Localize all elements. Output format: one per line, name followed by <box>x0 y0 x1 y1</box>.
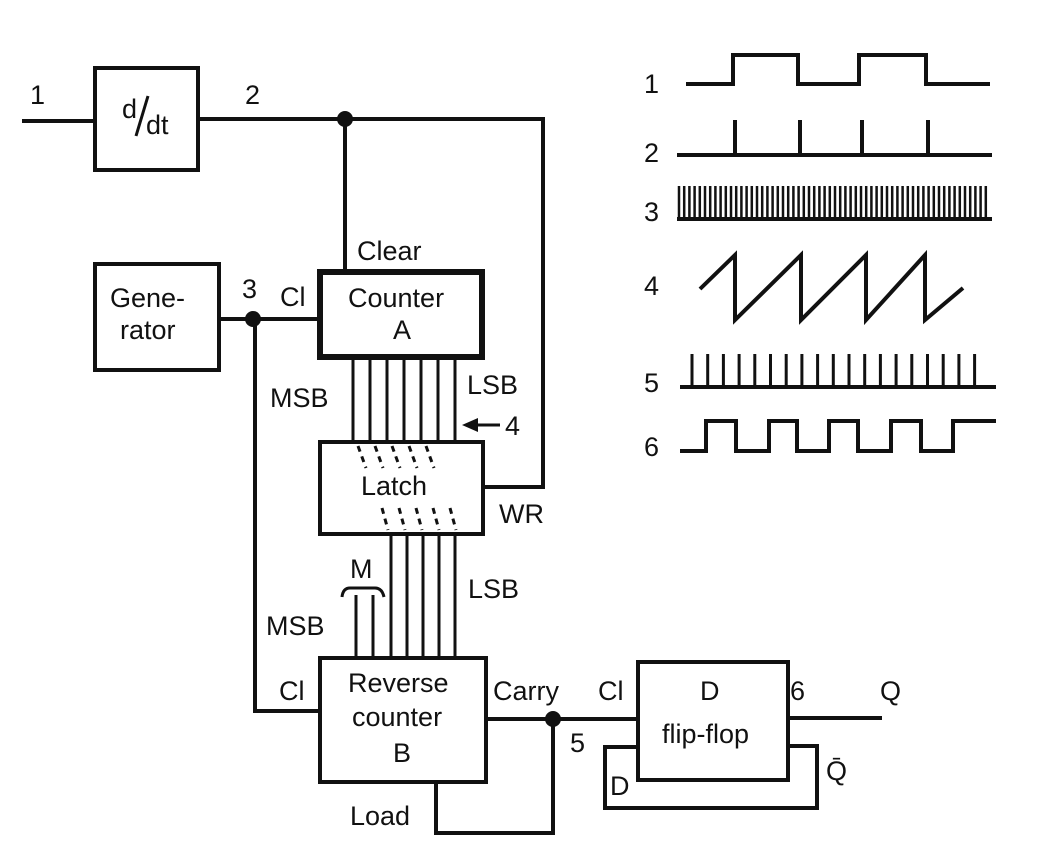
waveform-3-ticks <box>677 186 988 219</box>
counter-b-label-1: Reverse <box>348 668 449 698</box>
counter-a-lsb-label: LSB <box>467 370 518 400</box>
waveform-4 <box>698 249 965 326</box>
counter-a-block <box>317 269 485 360</box>
diff-numerator: d <box>122 94 137 124</box>
counter-a-output-bus <box>351 357 457 442</box>
waveform-label-6: 6 <box>644 432 659 462</box>
counter-a-label-1: Counter <box>348 283 444 313</box>
qbar-feedback-wire <box>603 744 819 810</box>
diff-slash <box>134 95 150 137</box>
waveform-label-4: 4 <box>644 271 659 301</box>
load-wire <box>434 717 555 835</box>
generator-block <box>93 262 221 372</box>
counter-b-label-3: B <box>393 738 411 768</box>
q-label: Q <box>880 676 901 706</box>
flipflop-d-label: D <box>610 771 630 801</box>
wr-label: WR <box>499 499 544 529</box>
counter-a-label-2: A <box>393 315 411 345</box>
waveform-label-5: 5 <box>644 368 659 398</box>
counter-b-label-2: counter <box>352 702 442 732</box>
d-flipflop-block <box>636 660 790 782</box>
latch-internal-dashes <box>356 445 458 531</box>
m-label: M <box>350 554 373 584</box>
b-lsb-label: LSB <box>468 574 519 604</box>
counter-b-cl-label: Cl <box>279 676 305 706</box>
generator-label-2: rator <box>120 315 176 345</box>
clear-label: Clear <box>357 236 422 266</box>
reverse-counter-b-block <box>318 656 488 784</box>
node-label-1: 1 <box>30 80 45 110</box>
node-label-4: 4 <box>505 411 520 441</box>
waveform-1 <box>686 53 990 86</box>
waveform-label-3: 3 <box>644 197 659 227</box>
node-label-2: 2 <box>245 80 260 110</box>
qbar-label: Q̄ <box>826 756 847 786</box>
waveform-5-pulses <box>690 354 977 387</box>
flipflop-label-2: flip-flop <box>662 719 749 749</box>
waveform-label-2: 2 <box>644 138 659 168</box>
waveform-panel: 1 2 3 4 5 6 <box>644 53 996 462</box>
load-label: Load <box>350 801 410 831</box>
flipflop-label-1: D <box>700 676 720 706</box>
diff-denominator: dt <box>146 110 169 140</box>
counter-a-msb-label: MSB <box>270 383 329 413</box>
b-msb-label: MSB <box>266 611 325 641</box>
generator-label-1: Gene- <box>110 283 185 313</box>
carry-label: Carry <box>493 676 559 706</box>
latch-block <box>318 440 485 536</box>
waveform-label-1: 1 <box>644 69 659 99</box>
node-label-6: 6 <box>790 676 805 706</box>
waveform-6 <box>680 419 996 453</box>
flipflop-cl-label: Cl <box>598 676 624 706</box>
latch-label: Latch <box>361 471 427 501</box>
node-label-3: 3 <box>242 274 257 304</box>
counter-a-cl-label: Cl <box>280 282 306 312</box>
node-label-5: 5 <box>570 728 585 758</box>
arrow-node4 <box>462 418 500 432</box>
latch-output-bus <box>340 534 457 658</box>
